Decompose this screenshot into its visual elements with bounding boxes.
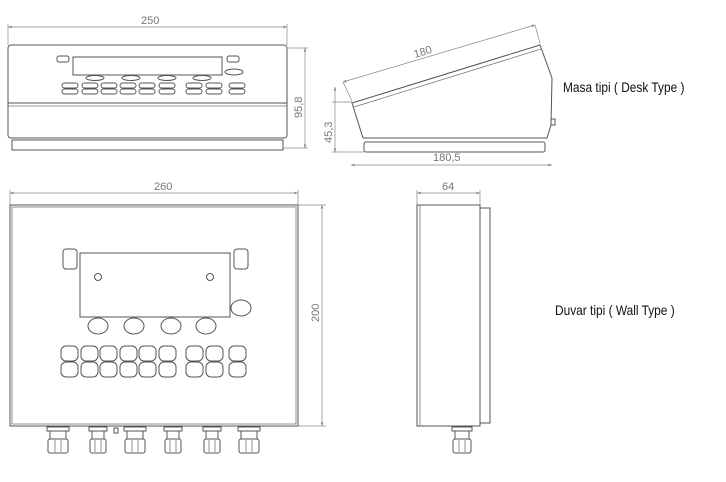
- wall-key: [228, 345, 247, 362]
- wall-front-view: 260 200: [9, 181, 326, 454]
- wall-key: [80, 361, 99, 378]
- desk-soft-key: [192, 75, 212, 81]
- desk-depth-dim: 180,5: [433, 152, 461, 164]
- wall-key: [119, 345, 138, 362]
- cable-gland: [47, 438, 69, 454]
- wall-key: [185, 361, 204, 378]
- wall-key: [185, 345, 204, 362]
- cable-gland: [91, 430, 105, 440]
- desk-key: [205, 82, 223, 89]
- cable-gland: [163, 426, 183, 432]
- cable-gland: [454, 430, 470, 440]
- wall-key: [80, 345, 99, 362]
- desk-width-dim: 250: [141, 15, 159, 27]
- wall-key: [99, 361, 118, 378]
- wall-width-dim: 260: [154, 181, 172, 193]
- wall-soft-key: [160, 317, 182, 335]
- wall-side-view: 64: [416, 181, 491, 454]
- cable-gland: [49, 430, 67, 440]
- cable-gland: [238, 438, 260, 454]
- wall-height-dim: 200: [310, 304, 322, 322]
- desk-key: [119, 88, 137, 95]
- desk-key: [228, 88, 246, 95]
- desk-soft-key: [157, 75, 177, 81]
- desk-key: [119, 82, 137, 89]
- wall-soft-key: [123, 317, 145, 335]
- desk-key: [61, 82, 79, 89]
- cable-gland: [88, 426, 108, 432]
- desk-type-label: Masa tipi ( Desk Type ): [563, 79, 685, 95]
- desk-side-view: 180 45,3 180,5: [323, 24, 556, 167]
- desk-key: [138, 82, 156, 89]
- cable-gland: [166, 430, 180, 440]
- desk-key: [81, 82, 99, 89]
- desk-key: [158, 88, 176, 95]
- cable-gland: [202, 426, 222, 432]
- cable-gland: [451, 426, 473, 432]
- wall-key: [205, 361, 224, 378]
- desk-key: [138, 88, 156, 95]
- wall-soft-key: [87, 317, 109, 335]
- desk-slope-dim: 180: [412, 44, 433, 61]
- cable-gland: [203, 438, 221, 454]
- cable-gland: [123, 426, 147, 432]
- desk-key: [158, 82, 176, 89]
- wall-type-label: Duvar tipi ( Wall Type ): [555, 302, 675, 318]
- desk-key: [205, 88, 223, 95]
- desk-side-height-dim: 45,3: [323, 122, 335, 143]
- wall-key: [99, 345, 118, 362]
- desk-key: [100, 82, 118, 89]
- desk-front-view: 250 95,8: [7, 15, 308, 151]
- wall-key: [205, 345, 224, 362]
- wall-key: [60, 345, 79, 362]
- cable-gland: [46, 426, 70, 432]
- cable-gland: [205, 430, 219, 440]
- wall-depth-dim: 64: [442, 181, 454, 193]
- desk-key: [81, 88, 99, 95]
- desk-key: [185, 88, 203, 95]
- wall-key: [228, 361, 247, 378]
- cable-gland: [89, 438, 107, 454]
- desk-height-dim: 95,8: [293, 97, 305, 118]
- cable-gland: [240, 430, 258, 440]
- desk-key: [100, 88, 118, 95]
- cable-gland: [452, 438, 472, 454]
- desk-key: [185, 82, 203, 89]
- cable-gland: [126, 430, 144, 440]
- wall-key: [158, 361, 177, 378]
- desk-key: [228, 82, 246, 89]
- desk-soft-key: [85, 75, 105, 81]
- cable-gland: [124, 438, 146, 454]
- wall-soft-key: [195, 317, 217, 335]
- cable-gland: [237, 426, 261, 432]
- cable-gland: [164, 438, 182, 454]
- wall-key: [138, 361, 157, 378]
- desk-key: [61, 88, 79, 95]
- desk-soft-key: [121, 75, 141, 81]
- wall-key: [158, 345, 177, 362]
- wall-key: [119, 361, 138, 378]
- wall-key: [138, 345, 157, 362]
- wall-key: [60, 361, 79, 378]
